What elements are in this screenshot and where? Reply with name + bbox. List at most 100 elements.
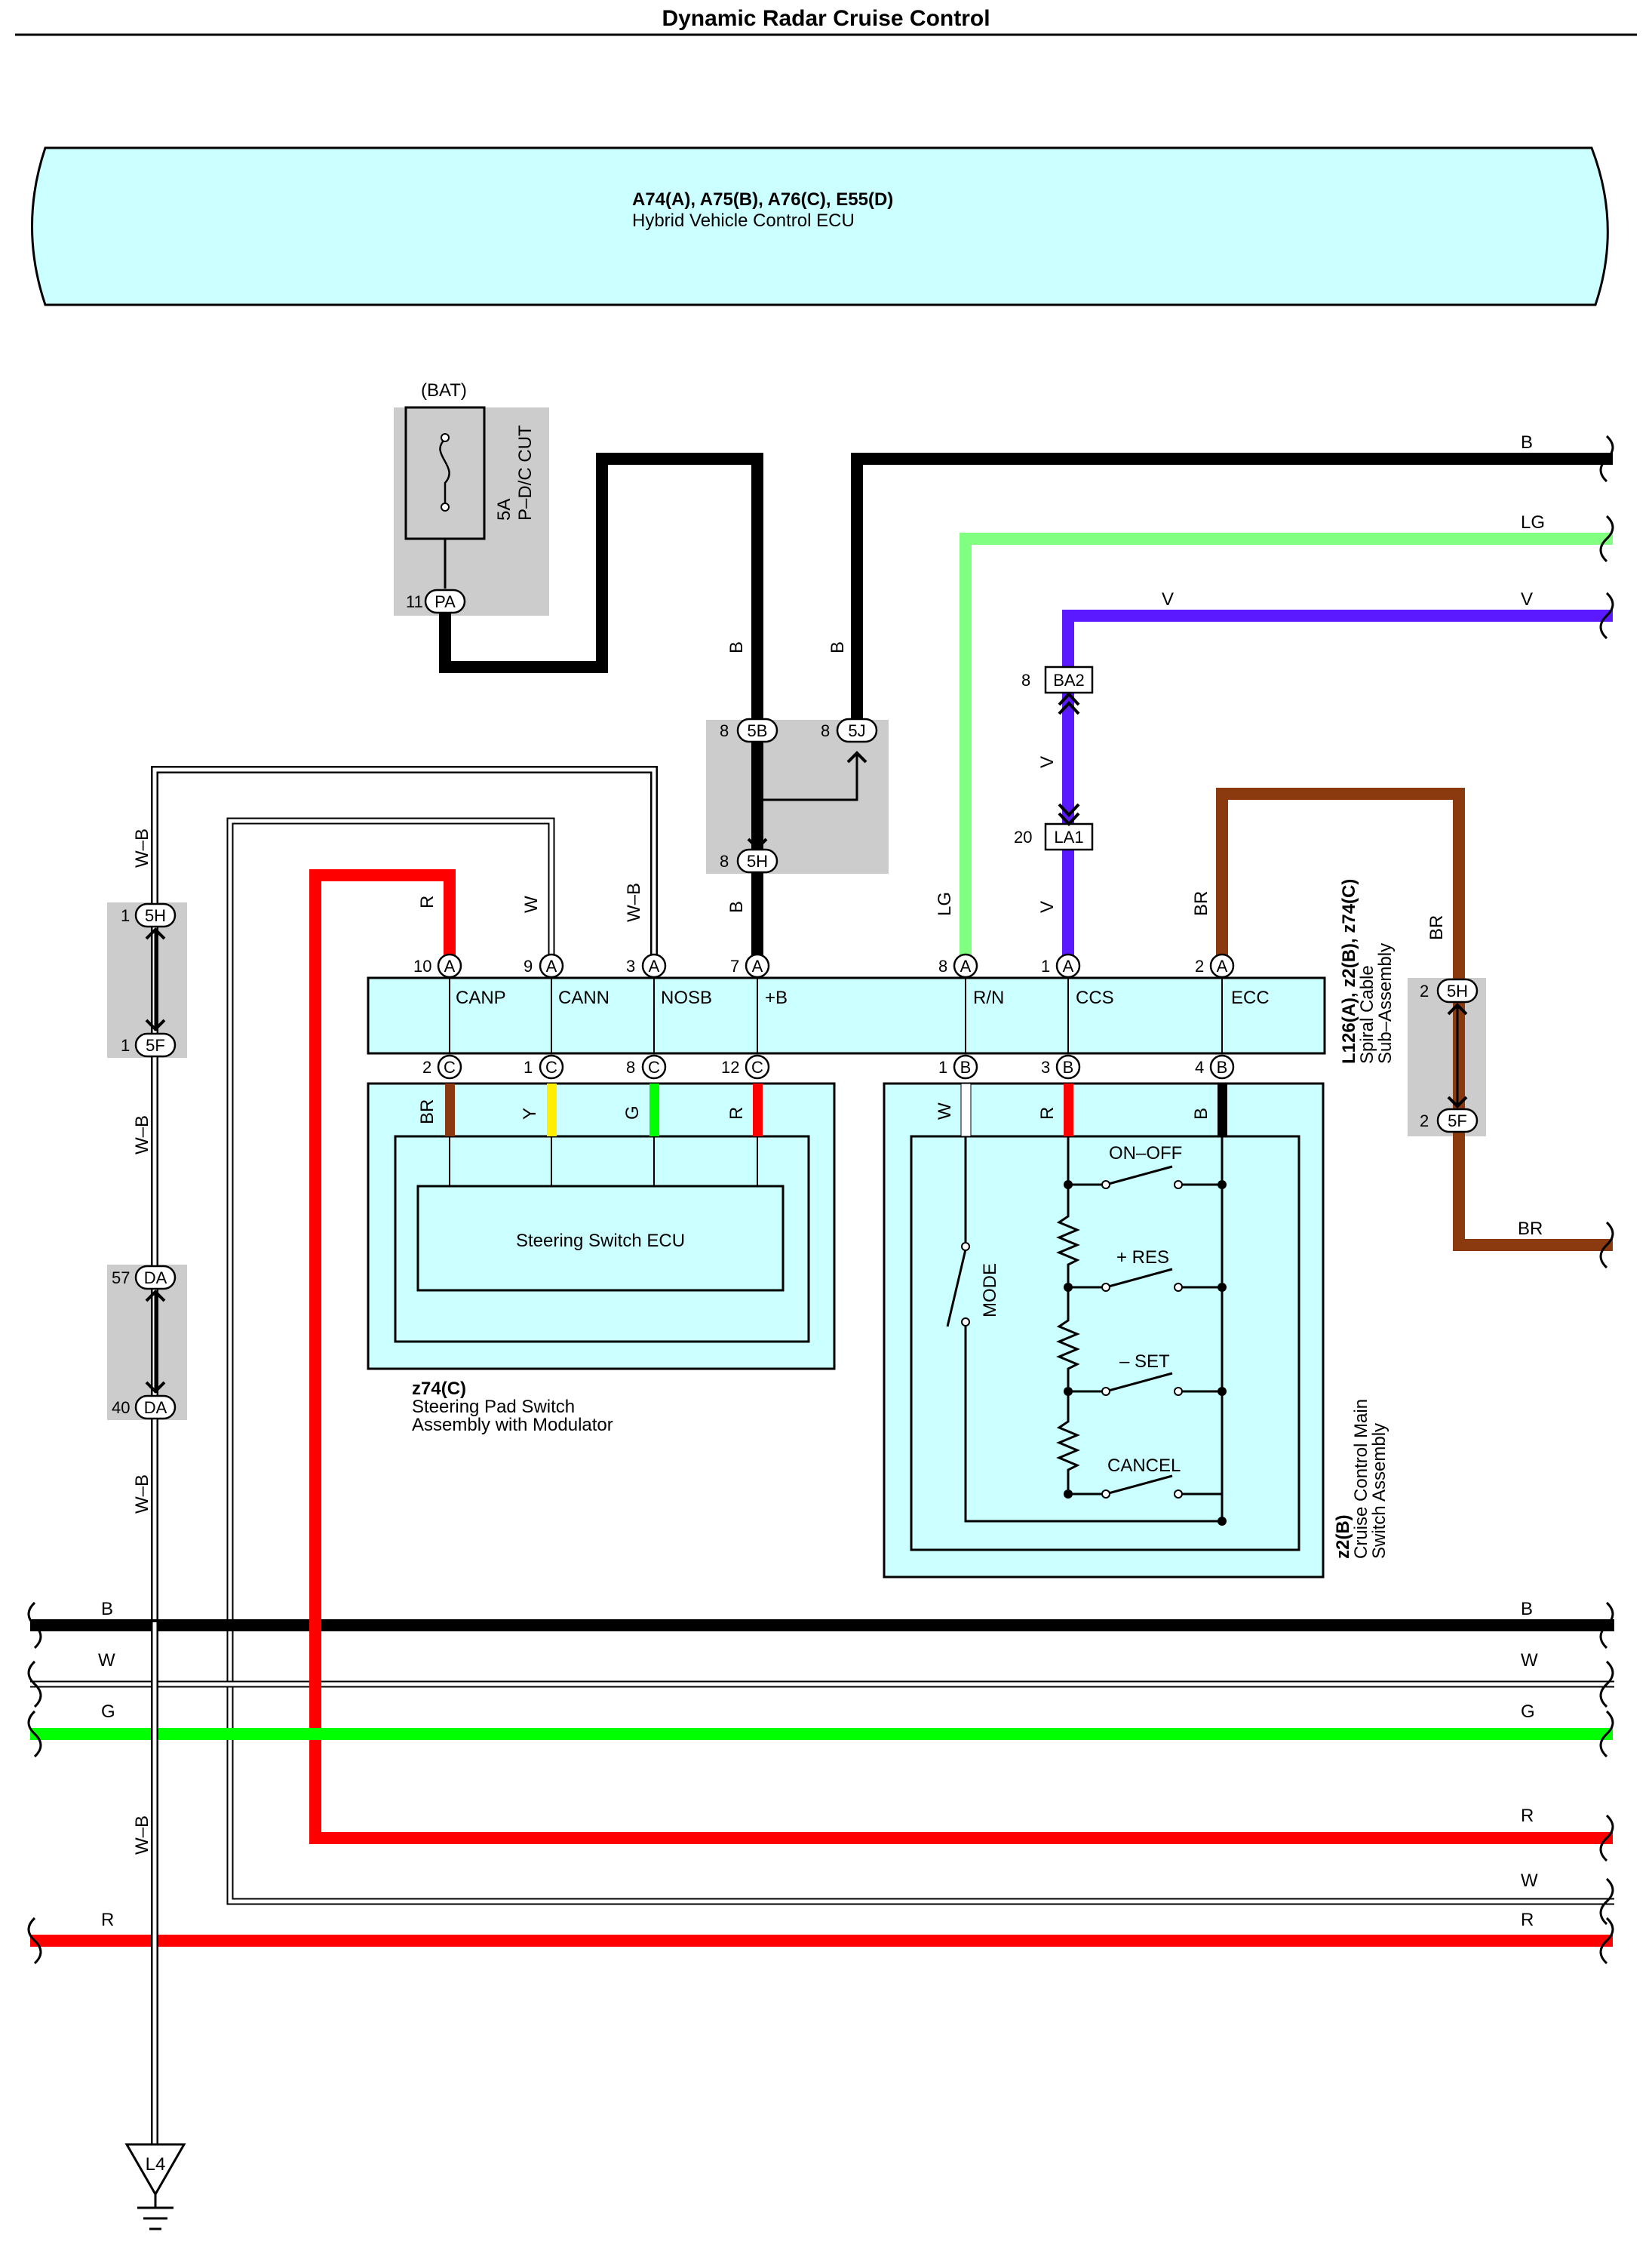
fuse-icon: [439, 438, 450, 507]
svg-text:A: A: [546, 957, 557, 976]
pin-b3: B3: [1041, 1054, 1081, 1080]
svg-text:1: 1: [121, 906, 130, 925]
svg-text:W: W: [98, 1650, 115, 1671]
pin-b1: B1: [938, 1054, 978, 1080]
svg-text:V: V: [1162, 589, 1174, 610]
switch-on-off: ON–OFF: [1109, 1143, 1182, 1164]
ground-symbol[interactable]: L4: [124, 2143, 186, 2230]
svg-text:C: C: [444, 1058, 456, 1077]
pin-a2: A2: [1195, 953, 1235, 979]
fuse-gray-area: [394, 407, 549, 616]
svg-text:B: B: [726, 641, 747, 653]
svg-text:LG: LG: [935, 892, 955, 916]
svg-text:B: B: [1191, 1108, 1211, 1120]
ground-label: L4: [146, 2154, 166, 2175]
steering-pad-code: z74(C): [412, 1379, 466, 1399]
steering-pad-assembly[interactable]: Steering Switch ECU z74(C) Steering Pad …: [367, 1082, 836, 1435]
wire-color-labels: R W W–B B LG V BR BR Y G R W R B B B B L…: [98, 432, 1545, 1930]
hybrid-ecu-block[interactable]: A74(A), A75(B), A76(C), E55(D) Hybrid Ve…: [31, 146, 1609, 306]
svg-text:R: R: [1521, 1910, 1534, 1930]
spiral-top-pins: A10 A9 A3 A7 A8 A1 A2: [413, 953, 1235, 979]
spiral-line2: Sub–Assembly: [1375, 943, 1396, 1064]
cruise-switch-circuit: [946, 1136, 1224, 1523]
junction-LA1[interactable]: LA1 20: [1014, 822, 1094, 851]
svg-text:2: 2: [422, 1058, 431, 1077]
svg-text:B: B: [1521, 432, 1533, 453]
svg-text:9: 9: [524, 957, 533, 976]
term-nosb: NOSB: [661, 988, 712, 1008]
cruise-switch-line1: Cruise Control Main: [1351, 1399, 1371, 1559]
spiral-cable-block[interactable]: CANP CANN NOSB +B R/N CCS ECC L126(A), z…: [367, 879, 1396, 1064]
svg-text:V: V: [1037, 756, 1058, 768]
svg-text:G: G: [1521, 1702, 1535, 1722]
pin-a10: A10: [413, 953, 462, 979]
svg-text:5F: 5F: [1448, 1111, 1467, 1130]
junction-5H-left[interactable]: 5H 1: [121, 902, 177, 928]
svg-text:R: R: [726, 1107, 747, 1120]
junction-5F-left[interactable]: 5F 1: [121, 1032, 177, 1058]
svg-text:R: R: [1037, 1107, 1058, 1120]
junction-area-5B-5J: [706, 720, 889, 874]
cruise-switch-assembly[interactable]: ON–OFF + RES – SET CANCEL MODE z2(B) Cru…: [883, 1082, 1389, 1579]
svg-text:B: B: [960, 1058, 972, 1077]
junction-area-5H-5F-left: [107, 902, 187, 1058]
pin-a9: A9: [524, 953, 564, 979]
svg-text:B: B: [828, 641, 848, 653]
cruise-switch-code: z2(B): [1333, 1514, 1353, 1559]
svg-text:8: 8: [821, 721, 830, 740]
steering-switch-ecu-label: Steering Switch ECU: [516, 1231, 685, 1251]
lg-wire: [960, 533, 1613, 966]
svg-text:LG: LG: [1521, 512, 1545, 533]
pin-a7: A7: [730, 953, 770, 979]
svg-text:5H: 5H: [1447, 982, 1468, 1001]
svg-text:G: G: [101, 1702, 115, 1722]
svg-text:1: 1: [121, 1036, 130, 1055]
spiral-cable-box: [367, 976, 1326, 1055]
svg-text:8: 8: [720, 721, 729, 740]
pin-a1: A1: [1041, 953, 1081, 979]
svg-text:W: W: [521, 896, 542, 913]
junction-5F-right[interactable]: 5F 2: [1420, 1108, 1479, 1133]
svg-text:2: 2: [1420, 1111, 1429, 1130]
pin-a8: A8: [938, 953, 978, 979]
term-ecc: ECC: [1231, 988, 1270, 1008]
fuse-block[interactable]: (BAT) 5A P–D/C CUT: [394, 380, 549, 616]
junction-DA-57[interactable]: DA 57: [112, 1265, 177, 1290]
junction-DA-40[interactable]: DA 40: [112, 1394, 177, 1420]
junction-BA2[interactable]: BA2 8: [1021, 666, 1094, 694]
ecu-name: Hybrid Vehicle Control ECU: [632, 211, 855, 231]
svg-text:40: 40: [112, 1398, 130, 1417]
svg-text:W–B: W–B: [132, 1115, 152, 1154]
svg-text:4: 4: [1195, 1058, 1204, 1077]
wire-breaks: [27, 435, 1614, 1965]
fuse-supply: (BAT): [421, 380, 467, 401]
svg-text:BR: BR: [1518, 1219, 1543, 1239]
switch-res: + RES: [1116, 1247, 1169, 1268]
fuse-pin-PA[interactable]: PA 11: [406, 589, 466, 614]
svg-text:W–B: W–B: [132, 828, 152, 868]
junction-5H-right[interactable]: 5H 2: [1420, 978, 1479, 1004]
svg-text:8: 8: [938, 957, 947, 976]
svg-text:5H: 5H: [747, 852, 768, 871]
term-plus-b: +B: [765, 988, 788, 1008]
fuse-name: P–D/C CUT: [515, 425, 536, 521]
ground-icon: [124, 2143, 186, 2197]
pin-c1: C1: [524, 1054, 564, 1080]
svg-text:LA1: LA1: [1054, 828, 1083, 847]
svg-text:DA: DA: [144, 1398, 167, 1417]
term-ccs: CCS: [1076, 988, 1114, 1008]
term-canp: CANP: [456, 988, 506, 1008]
junction-5B[interactable]: 5B 8: [720, 718, 778, 743]
junction-5H-top[interactable]: 5H 8: [720, 848, 778, 874]
cruise-switch-inner: [910, 1135, 1300, 1551]
svg-text:PA: PA: [434, 592, 456, 611]
svg-text:V: V: [1037, 901, 1058, 913]
junction-5J[interactable]: 5J 8: [821, 718, 878, 743]
svg-text:R: R: [417, 896, 438, 908]
svg-text:C: C: [751, 1058, 763, 1077]
ecu-connectors: A74(A), A75(B), A76(C), E55(D): [632, 189, 893, 210]
svg-text:B: B: [726, 901, 747, 913]
svg-text:C: C: [545, 1058, 557, 1077]
svg-text:BA2: BA2: [1053, 671, 1085, 690]
